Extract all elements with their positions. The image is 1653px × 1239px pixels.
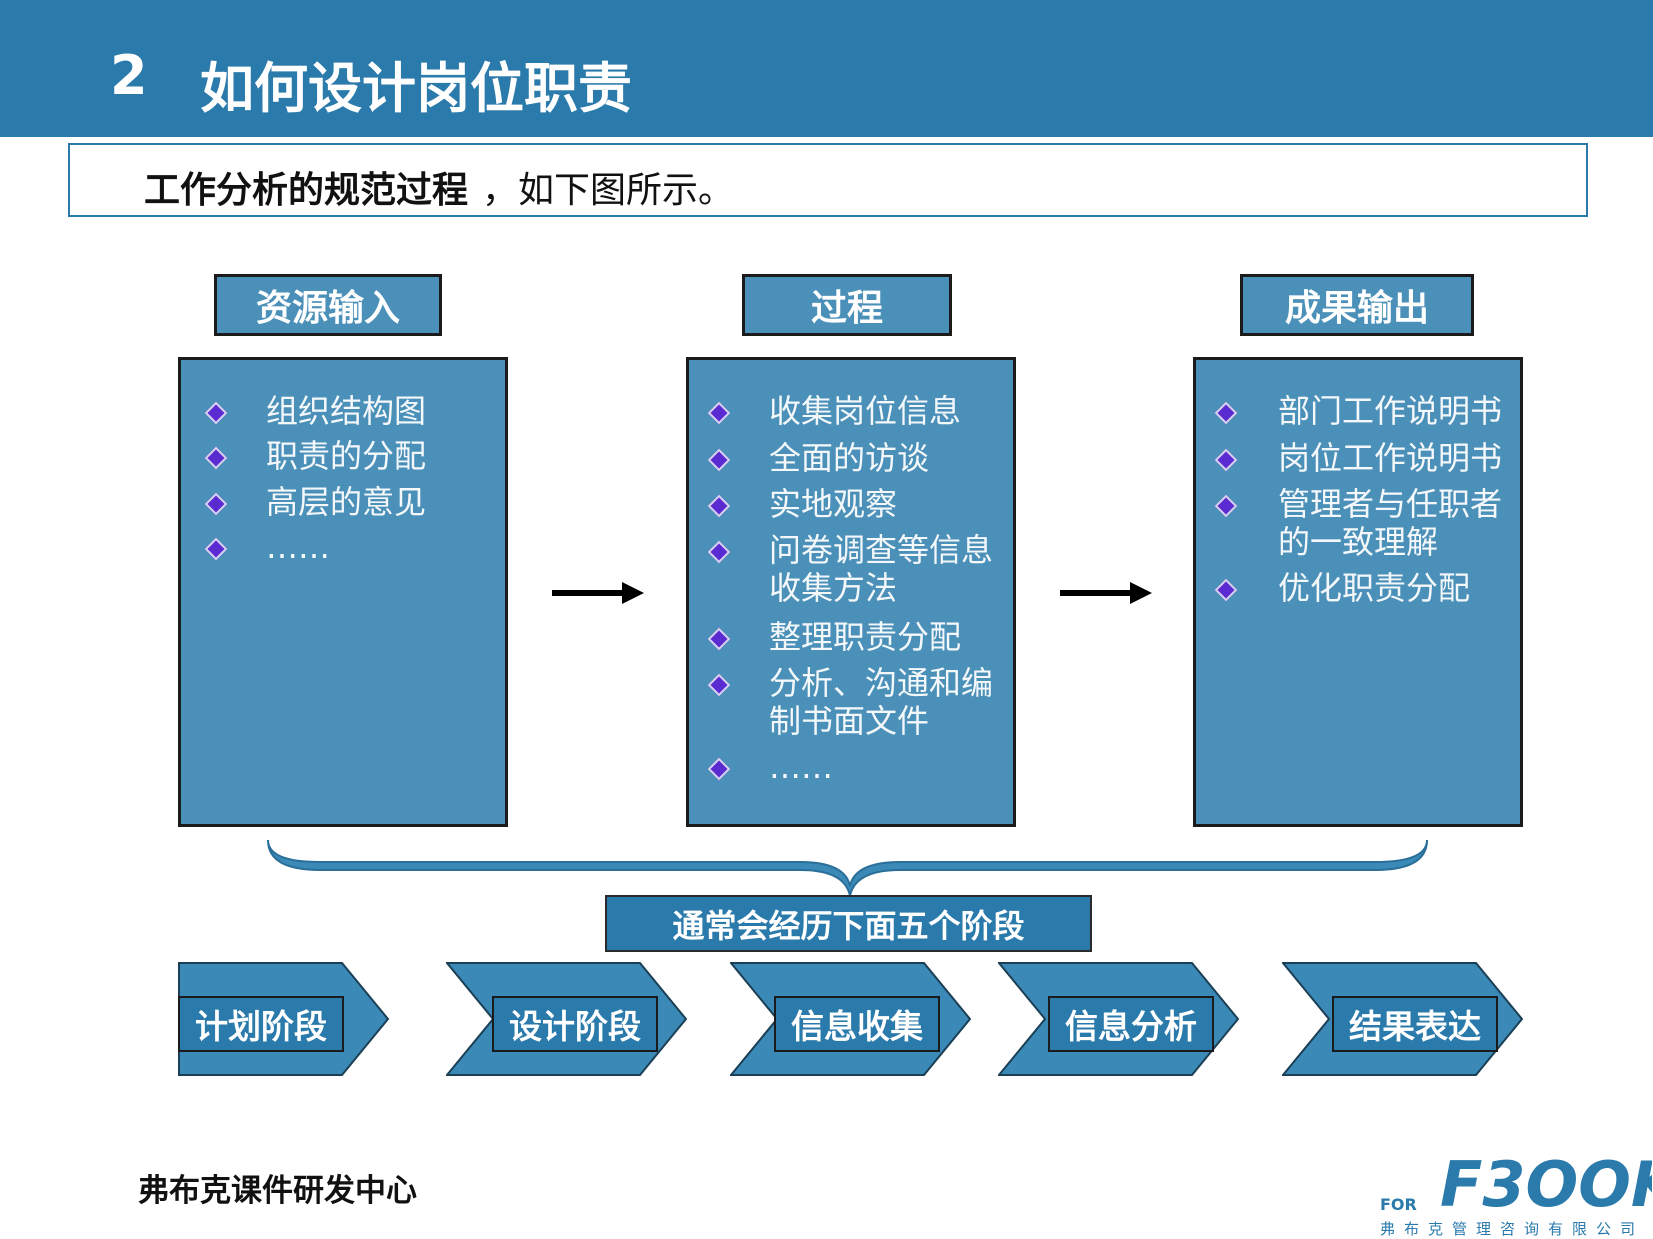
stage-label: 结果表达 [1332,996,1498,1052]
list-item: 收集岗位信息 [769,392,962,430]
column-box-process: 收集岗位信息 全面的访谈 实地观察 问卷调查等信息收集方法 整理职责分配 分析、… [686,357,1016,827]
stage-label: 信息收集 [774,996,940,1052]
logo-brand: F3OOK [1440,1150,1652,1221]
list-item: 实地观察 [769,485,898,523]
stage-label: 设计阶段 [492,996,658,1052]
column-box-input: 组织结构图 职责的分配 高层的意见 …… [178,357,508,827]
stage-label: 计划阶段 [178,996,344,1052]
list-item: …… [769,748,833,786]
logo-sub: FOR [1380,1195,1417,1214]
diamond-bullet-icon [204,537,228,561]
company-logo: F3OOK FOR 弗布克管理咨询有限公司 [1380,1150,1652,1238]
page-title: 如何设计岗位职责 [200,57,632,120]
list-item: …… [266,528,330,566]
diamond-bullet-icon [204,446,228,470]
right-arrow-icon [1060,582,1152,604]
section-number: 2 [110,44,148,107]
diamond-bullet-icon [707,673,731,697]
diamond-bullet-icon [707,540,731,564]
diamond-bullet-icon [707,448,731,472]
stage-label: 信息分析 [1048,996,1214,1052]
diamond-bullet-icon [204,492,228,516]
diamond-bullet-icon [1214,494,1238,518]
diamond-bullet-icon [707,494,731,518]
column-title-input: 资源输入 [214,274,442,336]
column-title-process: 过程 [742,274,952,336]
diamond-bullet-icon [1214,578,1238,602]
list-item: 分析、沟通和编制书面文件 [769,664,994,740]
list-item: 岗位工作说明书 [1278,439,1503,477]
header-bar: 2 如何设计岗位职责 [0,0,1653,137]
list-item: 高层的意见 [266,483,427,521]
diamond-bullet-icon [1214,401,1238,425]
list-item: 优化职责分配 [1278,569,1471,607]
stages-title: 通常会经历下面五个阶段 [605,895,1092,952]
list-item: 管理者与任职者的一致理解 [1278,485,1503,561]
footer-text: 弗布克课件研发中心 [138,1173,417,1209]
subtitle-box: 工作分析的规范过程 ，如下图所示。 [68,143,1588,217]
logo-tagline: 弗布克管理咨询有限公司 [1380,1220,1644,1238]
subtitle-bold: 工作分析的规范过程 [144,170,469,211]
list-item: 部门工作说明书 [1278,392,1503,430]
list-item: 组织结构图 [266,392,427,430]
list-item: 整理职责分配 [769,618,962,656]
column-box-output: 部门工作说明书 岗位工作说明书 管理者与任职者的一致理解 优化职责分配 [1193,357,1523,827]
curly-brace-shape [267,839,1428,897]
diamond-bullet-icon [707,401,731,425]
column-title-output: 成果输出 [1240,274,1474,336]
right-arrow-icon [552,582,644,604]
subtitle-rest: ，如下图所示。 [482,170,735,211]
diamond-bullet-icon [1214,448,1238,472]
diamond-bullet-icon [707,757,731,781]
diamond-bullet-icon [204,401,228,425]
list-item: 问卷调查等信息收集方法 [769,531,994,607]
list-item: 职责的分配 [266,437,427,475]
list-item: 全面的访谈 [769,439,930,477]
diamond-bullet-icon [707,627,731,651]
